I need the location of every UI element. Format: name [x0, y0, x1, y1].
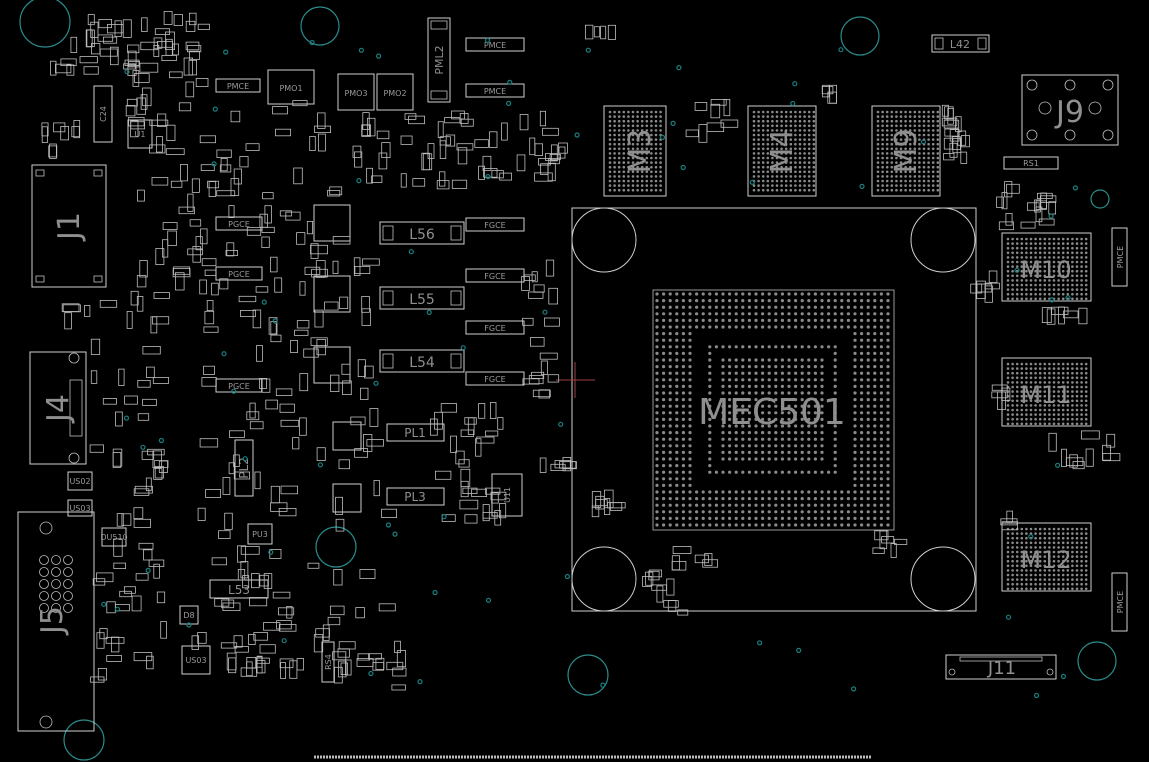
- cap-c24[interactable]: C24: [93, 85, 113, 143]
- inductor-pl1[interactable]: PL1: [386, 423, 445, 442]
- svg-text:M4: M4: [765, 129, 800, 174]
- connector-j11[interactable]: J11: [945, 654, 1057, 680]
- svg-text:PML2: PML2: [433, 45, 446, 74]
- chip-u11[interactable]: U11: [491, 473, 523, 517]
- inductor-pl2[interactable]: PL2: [234, 439, 254, 497]
- fgce-b[interactable]: FGCE: [465, 268, 525, 283]
- inductor-l42[interactable]: L42: [931, 34, 990, 53]
- connector-j9[interactable]: J9: [1021, 74, 1119, 146]
- pmce-e[interactable]: PMCE: [1111, 572, 1128, 632]
- mounting-holes: [19, 0, 1117, 761]
- chip-d8[interactable]: D8: [179, 605, 199, 625]
- svg-text:J1: J1: [52, 212, 87, 242]
- svg-text:M11: M11: [1020, 381, 1071, 409]
- svg-text:PL3: PL3: [404, 490, 426, 504]
- svg-text:U1: U1: [135, 130, 146, 139]
- svg-text:M10: M10: [1020, 256, 1071, 284]
- pmce-d[interactable]: PMCE: [1111, 227, 1128, 287]
- inductor-pml2[interactable]: PML2: [427, 17, 451, 103]
- svg-text:J4: J4: [41, 394, 76, 424]
- svg-text:PGCE: PGCE: [228, 220, 250, 229]
- svg-text:US02: US02: [69, 477, 90, 486]
- svg-text:PGCE: PGCE: [228, 382, 250, 391]
- connector-j1[interactable]: J1: [31, 164, 107, 288]
- svg-text:PMCE: PMCE: [1116, 246, 1125, 268]
- inductor-l55[interactable]: L55: [379, 286, 465, 310]
- svg-text:J11: J11: [987, 658, 1016, 679]
- svg-text:DU510: DU510: [100, 533, 127, 542]
- svg-text:FGCE: FGCE: [484, 324, 505, 333]
- pmce-c[interactable]: PMCE: [215, 78, 261, 93]
- svg-text:L53: L53: [228, 583, 250, 597]
- memory-m10[interactable]: M10: [1001, 232, 1092, 302]
- svg-text:M3: M3: [623, 129, 658, 174]
- svg-text:J9: J9: [1054, 95, 1084, 130]
- svg-text:L56: L56: [409, 227, 435, 243]
- svg-text:U11: U11: [503, 487, 512, 503]
- memory-m3[interactable]: M3: [603, 105, 667, 197]
- fgce-c[interactable]: FGCE: [465, 320, 525, 335]
- svg-text:L54: L54: [409, 355, 435, 371]
- svg-text:J5: J5: [35, 606, 70, 636]
- inductor-l56[interactable]: L56: [379, 221, 465, 245]
- svg-text:D8: D8: [183, 611, 194, 620]
- svg-text:L55: L55: [409, 292, 435, 308]
- svg-text:PMCE: PMCE: [227, 82, 249, 91]
- fgce-d[interactable]: FGCE: [465, 371, 525, 386]
- mec501-chip[interactable]: MEC501: [556, 207, 977, 612]
- connector-j4[interactable]: J4: [29, 351, 87, 465]
- mosfet-pmo1[interactable]: PMO1: [267, 69, 315, 105]
- pgce-b[interactable]: PGCE: [215, 266, 263, 281]
- svg-text:FGCE: FGCE: [484, 272, 505, 281]
- svg-text:FGCE: FGCE: [484, 375, 505, 384]
- svg-text:PMCE: PMCE: [484, 41, 506, 50]
- svg-text:US03: US03: [185, 656, 206, 665]
- svg-text:PMCE: PMCE: [484, 87, 506, 96]
- pmce-b[interactable]: PMCE: [465, 83, 525, 98]
- mosfet-pmo3[interactable]: PMO3: [337, 73, 375, 111]
- mec501-label: MEC501: [698, 392, 846, 433]
- connector-video[interactable]: J5: [17, 511, 95, 732]
- svg-text:PMO1: PMO1: [279, 84, 302, 93]
- svg-text:PU3: PU3: [252, 530, 268, 539]
- pgce-c[interactable]: PGCE: [215, 378, 263, 393]
- svg-text:PMO3: PMO3: [344, 89, 367, 98]
- svg-text:RS1: RS1: [1023, 159, 1039, 168]
- svg-text:PMCE: PMCE: [1116, 591, 1125, 613]
- fgce-a[interactable]: FGCE: [465, 217, 525, 232]
- pmce-a[interactable]: PMCE: [465, 37, 525, 52]
- passive-components: [41, 11, 1121, 691]
- svg-text:C24: C24: [99, 106, 108, 122]
- pgce-a[interactable]: PGCE: [215, 216, 263, 231]
- memory-m4[interactable]: M4: [747, 105, 817, 197]
- memory-m11[interactable]: M11: [1001, 357, 1092, 427]
- svg-text:PL2: PL2: [237, 457, 251, 479]
- memory-m9[interactable]: M9: [871, 105, 941, 197]
- chip-us02[interactable]: US02: [67, 471, 93, 491]
- chip-u1[interactable]: U1: [127, 119, 153, 149]
- controller-qfn: [313, 204, 362, 513]
- chip-us03b[interactable]: US03: [67, 499, 93, 517]
- svg-text:US03: US03: [69, 504, 90, 513]
- svg-text:M12: M12: [1020, 546, 1071, 574]
- svg-text:M9: M9: [889, 129, 924, 174]
- memory-m12[interactable]: M12: [1001, 522, 1092, 592]
- svg-text:FGCE: FGCE: [484, 221, 505, 230]
- bga-ball-grid: [655, 292, 890, 527]
- svg-text:PMO2: PMO2: [383, 89, 406, 98]
- inductor-l54[interactable]: L54: [379, 349, 465, 373]
- resistor-rs4[interactable]: RS4: [321, 641, 335, 683]
- inductor-pl3[interactable]: PL3: [386, 487, 445, 506]
- svg-text:RS4: RS4: [324, 654, 333, 670]
- chip-us03[interactable]: US03: [181, 645, 211, 675]
- svg-text:PGCE: PGCE: [228, 270, 250, 279]
- vias: [101, 37, 1079, 699]
- resistor-rs1[interactable]: RS1: [1003, 156, 1059, 170]
- chip-pu3[interactable]: PU3: [247, 523, 273, 545]
- svg-text:PL1: PL1: [404, 426, 426, 440]
- svg-text:L42: L42: [950, 38, 970, 51]
- mosfet-pmo2[interactable]: PMO2: [376, 73, 414, 111]
